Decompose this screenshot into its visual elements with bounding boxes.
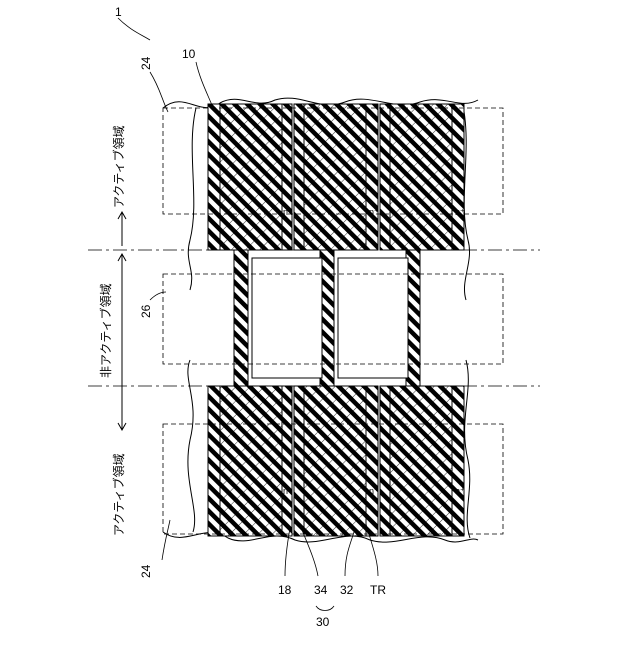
dopant-marker: n⁺ (283, 486, 293, 496)
label-doped-region: 18 (278, 583, 292, 597)
label-trench: 32 (340, 583, 354, 597)
nonactive-region-label: 非アクティブ領域 (98, 283, 113, 378)
dopant-marker: n⁺ (455, 486, 465, 496)
label-active-box-bottom: 24 (139, 564, 153, 578)
dopant-marker: n⁺ (369, 486, 379, 496)
dopant-marker: n⁺ (455, 207, 465, 217)
region-arrows (118, 212, 126, 430)
dopant-marker: n⁺ (369, 207, 379, 217)
active-region-label-top: アクティブ領域 (111, 125, 126, 208)
label-transistor: TR (370, 583, 386, 597)
label-liner: 34 (314, 583, 328, 597)
nonactive-trench-links (234, 250, 420, 386)
active-region-label-bottom: アクティブ領域 (111, 453, 126, 536)
dopant-marker: n⁺ (283, 207, 293, 217)
label-substrate: 10 (182, 47, 196, 61)
active-columns-bottom (208, 386, 464, 536)
label-nonactive-box: 26 (139, 304, 153, 318)
label-device: 1 (115, 5, 122, 19)
active-columns-top (208, 104, 464, 250)
label-active-box-top: 24 (139, 56, 153, 70)
label-trench-structure: 30 (316, 615, 330, 629)
